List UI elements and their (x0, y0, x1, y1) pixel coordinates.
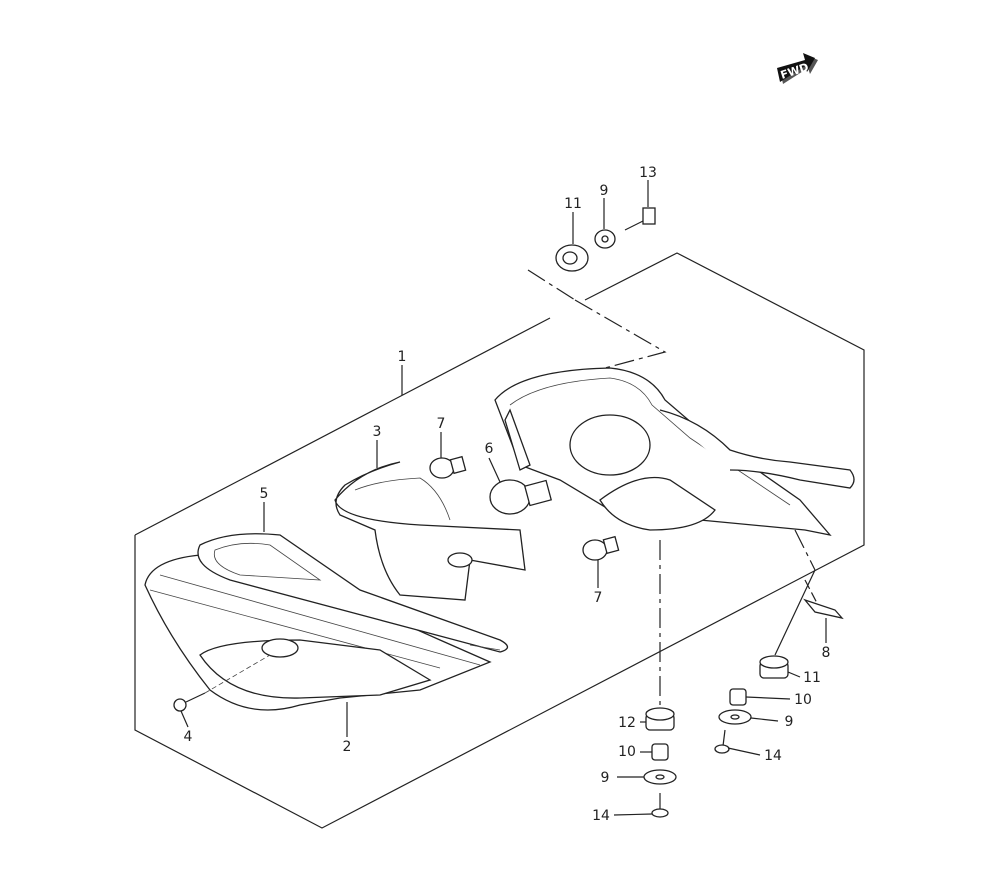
washer-9-center (643, 769, 677, 785)
callout-12: 12 (618, 715, 636, 731)
callout-11: 11 (564, 196, 582, 212)
leader-lines (180, 180, 827, 816)
fwd-arrow-icon: FWD (777, 53, 818, 84)
lamp-housing (494, 367, 855, 537)
callout-14: 14 (764, 748, 782, 764)
callout-2: 2 (343, 739, 352, 755)
lamp-bracket (334, 461, 526, 601)
assembly-outline (134, 252, 865, 829)
callout-4: 4 (184, 729, 193, 745)
callout-13: 13 (639, 165, 657, 181)
callout-10: 10 (794, 692, 812, 708)
bulb-6 (489, 479, 553, 515)
collar-10-right (729, 688, 747, 706)
washer-9-right (718, 709, 752, 725)
collar-10-center (651, 743, 669, 761)
callout-1: 1 (398, 349, 407, 365)
callout-11: 11 (803, 670, 821, 686)
screw-14-right (714, 729, 730, 754)
callout-labels: 13 9 11 1 3 7 6 5 7 8 11 10 9 14 12 10 9… (184, 165, 831, 824)
tail-lens (144, 554, 492, 711)
callout-7: 7 (437, 416, 446, 432)
screw-4 (173, 654, 271, 712)
terminal-8 (803, 598, 844, 620)
callout-8: 8 (822, 645, 831, 661)
callout-9: 9 (785, 714, 794, 730)
callout-6: 6 (485, 441, 494, 457)
grommet-11-top (555, 244, 589, 272)
bulb-7-lower (582, 535, 620, 561)
screw-14-center (651, 793, 669, 818)
grommet-12 (645, 707, 675, 731)
screw-13 (624, 207, 656, 231)
washer-9-top (594, 229, 616, 249)
reflector (197, 533, 509, 653)
callout-9: 9 (601, 770, 610, 786)
callout-14: 14 (592, 808, 610, 824)
callout-3: 3 (373, 424, 382, 440)
grommet-11-right (759, 655, 789, 679)
fwd-label: FWD (779, 61, 810, 82)
callout-10: 10 (618, 744, 636, 760)
callout-7: 7 (594, 590, 603, 606)
callout-5: 5 (260, 486, 269, 502)
callout-9: 9 (600, 183, 609, 199)
bulb-7-upper (429, 455, 467, 479)
